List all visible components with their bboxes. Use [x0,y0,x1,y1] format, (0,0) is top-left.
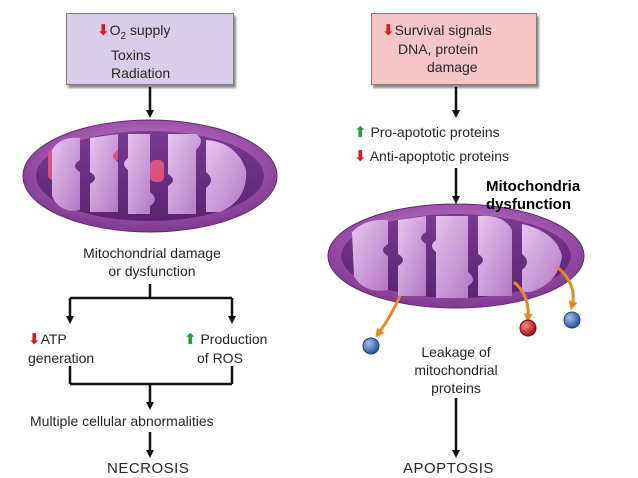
toxins-line: Toxins [111,46,151,63]
atp-generation-label: ⬇ATP generation [28,331,95,366]
left-cause-box [66,13,234,85]
apoptosis-label: APOPTOSIS [403,460,494,477]
leak-arrow-1 [375,295,402,338]
ros-production-label: ⬆ Production of ROS [184,331,268,366]
decrease-arrow-icon: ⬇ [382,22,395,39]
damage-line: damage [427,59,478,75]
left-cause-text: ⬇O2 supply Toxins Radiation [97,21,170,82]
cellular-abnormalities-label: Multiple cellular abnormalities [30,413,214,429]
leakage-label: Leakage of mitochondrial proteins [414,344,498,396]
increase-arrow-icon: ⬆ [184,331,197,348]
decrease-arrow-icon: ⬇ [28,331,41,348]
decrease-arrow-icon: ⬇ [97,22,110,39]
mito-damage-label: Mitochondrial damage or dysfunction [83,245,221,279]
pro-apoptotic-label: ⬆ Pro-apototic proteins [354,124,500,141]
mito-dysfunction-label: Mitochondria dysfunction [486,178,581,213]
dna-protein-line: DNA, protein [398,41,479,57]
protein-blue-left [362,337,380,355]
necrosis-label: NECROSIS [107,460,190,477]
right-cause-text: ⬇Survival signals DNA, protein damage [382,21,492,76]
increase-arrow-icon: ⬆ [354,124,367,141]
survival-signals-line: Survival signals [394,22,492,38]
protein-red [519,319,537,337]
anti-apoptotic-label: ⬇ Anti-apoptotic proteins [354,148,510,165]
leak-arrow-2 [512,280,533,323]
oxygen-supply-line: ⬇O2 supply [97,22,171,42]
right-cause-box [371,13,537,85]
radiation-line: Radiation [111,64,171,81]
decrease-arrow-icon: ⬇ [354,148,367,165]
protein-blue-right [563,311,581,329]
mitochondrion-left [22,119,278,233]
leak-arrow-3 [555,264,578,311]
mitochondrion-right [327,203,585,309]
